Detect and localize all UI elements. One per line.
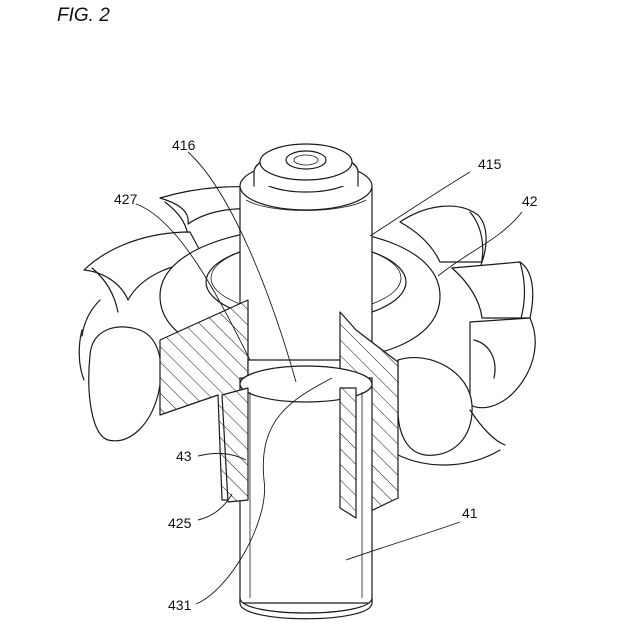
label-415: 415 [478, 156, 502, 172]
label-41: 41 [462, 505, 478, 521]
label-43: 43 [176, 448, 192, 464]
label-425: 425 [168, 515, 192, 531]
label-42: 42 [522, 193, 538, 209]
label-416: 416 [172, 137, 196, 153]
label-427: 427 [114, 191, 138, 207]
lower-shaft [222, 366, 372, 619]
label-431: 431 [168, 597, 192, 613]
